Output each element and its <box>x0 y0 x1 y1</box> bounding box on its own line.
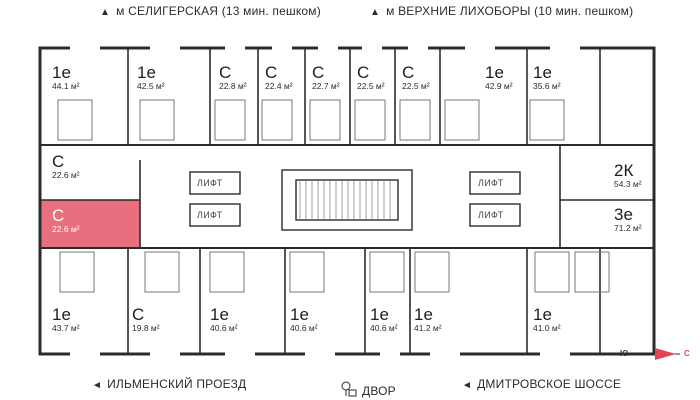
building-outline <box>38 46 656 356</box>
metro-verkhnie-likhobory: ▲м ВЕРХНИЕ ЛИХОБОРЫ (10 мин. пешком) <box>370 4 634 18</box>
arrow-up-icon: ▲ <box>370 7 381 18</box>
lift-shaft <box>469 203 521 227</box>
lift-shaft <box>189 203 241 227</box>
arrow-up-icon: ▲ <box>100 7 111 18</box>
street-dmitrovskoe: ◄ДМИТРОВСКОЕ ШОССЕ <box>462 377 622 391</box>
lift-shaft <box>469 171 521 195</box>
selected-apartment-highlight[interactable] <box>40 200 140 248</box>
courtyard-label: ДВОР <box>340 377 396 398</box>
arrow-left-icon: ◄ <box>92 380 103 391</box>
lift-shaft <box>189 171 241 195</box>
lift-label: ЛИФТ <box>197 210 223 220</box>
lift-label: ЛИФТ <box>478 210 504 220</box>
metro-seligerskaya: ▲м СЕЛИГЕРСКАЯ (13 мин. пешком) <box>100 4 321 18</box>
compass-north-label: С <box>684 349 690 358</box>
courtyard-tree-icon <box>341 381 357 397</box>
compass-south-label: Ю <box>620 349 629 358</box>
lift-label: ЛИФТ <box>478 178 504 188</box>
street-ilmensky: ◄ИЛЬМЕНСКИЙ ПРОЕЗД <box>92 377 247 391</box>
compass-icon <box>632 348 680 360</box>
lift-label: ЛИФТ <box>197 178 223 188</box>
arrow-left-icon: ◄ <box>462 380 473 391</box>
stairwell <box>281 169 413 231</box>
